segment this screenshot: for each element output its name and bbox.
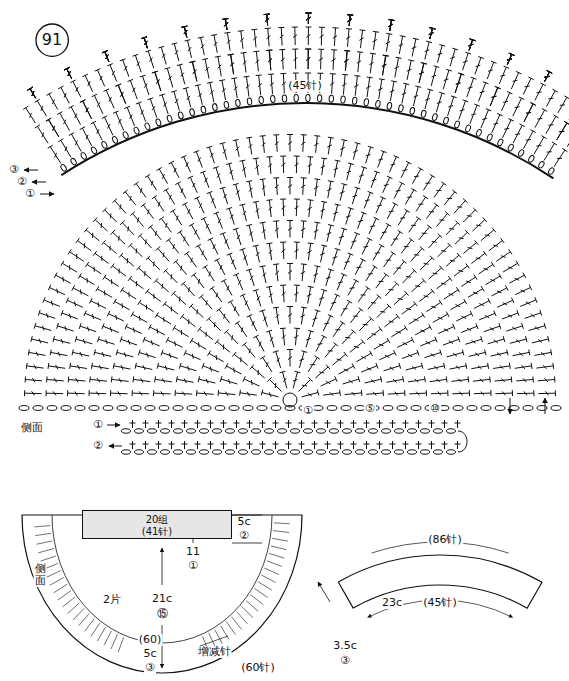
node-text: (41针) — [83, 526, 231, 538]
crown-chart — [25, 135, 556, 408]
stitch-count: (86针) — [427, 534, 463, 546]
dimension: 5c — [142, 648, 157, 660]
row-number: ③ — [8, 164, 20, 176]
row-count: ③ — [144, 662, 156, 674]
piece-count: 2片 — [102, 594, 122, 606]
part-name: 侧面 — [20, 422, 44, 434]
part-name: 侧面 — [34, 563, 47, 587]
stitch-count: (45针) — [422, 597, 458, 609]
stitch-count: (45针) — [287, 80, 323, 92]
edging-chart — [23, 13, 569, 179]
dimension: 3.5c — [332, 640, 358, 652]
dimension: 21c — [151, 593, 173, 605]
band-schematic — [318, 542, 542, 617]
note: 增减针 — [197, 646, 232, 658]
side-rows — [19, 406, 561, 455]
stitch-marker: ⑤ — [364, 403, 376, 415]
band-block: 20组(41针) — [82, 510, 232, 539]
dimension: 23c — [381, 597, 403, 609]
row-count: ① — [187, 560, 199, 572]
stitch-count: (60) — [138, 634, 163, 646]
stitch-marker: ⑩ — [429, 403, 441, 415]
node-text: 20组 — [83, 514, 231, 526]
dimension: 11 — [185, 546, 201, 558]
stitch-count: (60针) — [240, 662, 276, 674]
row-number: ① — [24, 188, 36, 200]
row-number: ① — [92, 419, 104, 431]
stitch-marker: ① — [302, 405, 314, 417]
dimension: 5c — [236, 516, 251, 528]
row-number: ② — [92, 440, 104, 452]
row-number: ② — [16, 176, 28, 188]
row-count: ⑮ — [156, 608, 169, 620]
row-arrows — [24, 170, 545, 446]
row-count: ② — [238, 530, 250, 542]
row-count: ③ — [339, 655, 351, 667]
node-text: 91 — [35, 31, 69, 49]
chart-number: 91 — [35, 23, 69, 57]
